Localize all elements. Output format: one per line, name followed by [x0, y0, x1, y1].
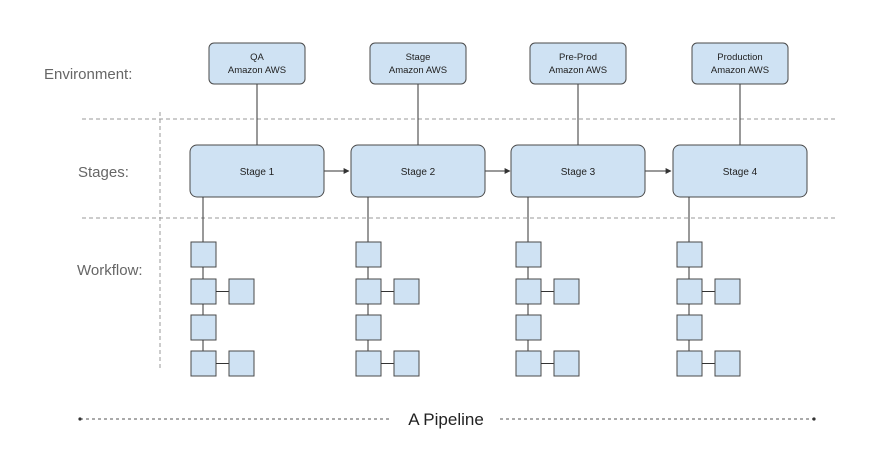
workflow-branch-box — [553, 278, 580, 305]
workflow-step-box — [355, 350, 382, 377]
workflow-step-box — [676, 241, 703, 268]
env-label-line1: Pre-Prod — [559, 52, 597, 63]
env-label-line2: Amazon AWS — [228, 65, 286, 76]
pipeline-span: A Pipeline — [78, 410, 816, 429]
workflow-step-box — [676, 314, 703, 341]
env-label-line1: Production — [717, 52, 762, 63]
workflow-step-box — [190, 314, 217, 341]
environment-box-4: Production Amazon AWS — [691, 42, 789, 85]
stage-label: Stage 1 — [240, 167, 275, 178]
row-label-workflow: Workflow: — [77, 262, 143, 279]
workflow-column-3 — [515, 197, 580, 377]
workflow-branch-box — [553, 350, 580, 377]
stage-box-4: Stage 4 — [672, 144, 808, 198]
stage-label: Stage 2 — [401, 167, 436, 178]
env-label-line2: Amazon AWS — [389, 65, 447, 76]
workflow-branch-box — [714, 350, 741, 377]
workflow-step-box — [190, 278, 217, 305]
workflow-column-4 — [676, 197, 741, 377]
workflow-branch-box — [228, 350, 255, 377]
workflow-step-box — [515, 278, 542, 305]
environment-box-3: Pre-Prod Amazon AWS — [529, 42, 627, 85]
pipeline-label: A Pipeline — [408, 410, 484, 429]
stage-box-3: Stage 3 — [510, 144, 646, 198]
workflow-branch-box — [393, 350, 420, 377]
row-label-environment: Environment: — [44, 66, 132, 83]
workflow-step-box — [190, 350, 217, 377]
workflow-step-box — [515, 350, 542, 377]
env-label-line2: Amazon AWS — [711, 65, 769, 76]
env-connectors — [256, 84, 741, 145]
workflow-step-box — [190, 241, 217, 268]
environment-box-2: Stage Amazon AWS — [369, 42, 467, 85]
workflow-branch-box — [393, 278, 420, 305]
environment-box-1: QA Amazon AWS — [208, 42, 306, 85]
env-label-line1: Stage — [406, 52, 431, 63]
workflow-branch-box — [714, 278, 741, 305]
workflow-step-box — [676, 278, 703, 305]
workflow-step-box — [676, 350, 703, 377]
workflow-column-2 — [355, 197, 420, 377]
env-label-line2: Amazon AWS — [549, 65, 607, 76]
workflow-step-box — [515, 314, 542, 341]
row-label-stages: Stages: — [78, 164, 129, 181]
stage-box-2: Stage 2 — [350, 144, 486, 198]
workflow-column-1 — [190, 197, 255, 377]
env-label-line1: QA — [250, 52, 264, 63]
workflow-step-box — [355, 314, 382, 341]
workflow-branch-box — [228, 278, 255, 305]
workflow-step-box — [515, 241, 542, 268]
stage-box-1: Stage 1 — [189, 144, 325, 198]
workflow-columns — [190, 197, 741, 377]
stage-label: Stage 3 — [561, 167, 596, 178]
stage-label: Stage 4 — [723, 167, 758, 178]
workflow-step-box — [355, 278, 382, 305]
workflow-step-box — [355, 241, 382, 268]
